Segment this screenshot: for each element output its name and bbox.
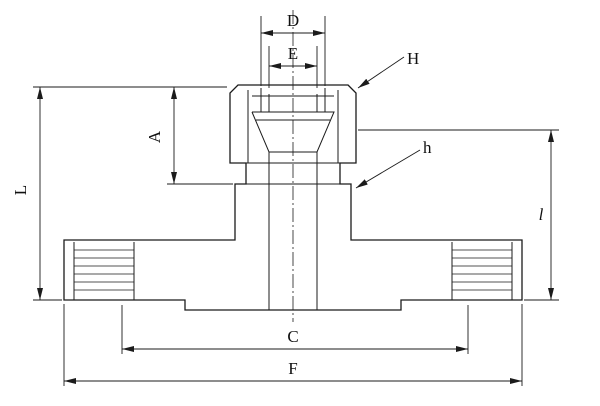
bore-lines <box>268 94 318 310</box>
callout-H-label: H <box>407 49 419 68</box>
dim-D: D <box>260 11 326 86</box>
dim-C-extension-lines <box>121 305 469 354</box>
bolt-hole-right-edges <box>451 242 513 300</box>
dim-l-label: l <box>539 205 544 224</box>
dim-C: C <box>121 305 469 354</box>
dim-F-label: F <box>288 359 297 378</box>
bolt-hole-left-hatch <box>74 249 134 291</box>
callout-H: H <box>357 49 419 89</box>
dim-F-extension-lines <box>63 304 523 386</box>
dim-C-label: C <box>287 327 298 346</box>
dim-E-label: E <box>288 44 298 63</box>
thread-lines <box>260 88 326 112</box>
bolt-hole-right <box>451 242 513 300</box>
dim-A: A <box>33 86 233 185</box>
dim-E: E <box>268 44 318 88</box>
dim-l-extension-lines <box>358 129 559 301</box>
callout-h: h <box>355 138 432 189</box>
dim-L-label: L <box>11 185 30 195</box>
callout-H-leader <box>357 56 405 89</box>
part-section <box>63 10 523 322</box>
bolt-hole-right-hatch <box>452 249 512 291</box>
bolt-hole-left <box>73 242 135 300</box>
dim-A-label: A <box>145 130 164 143</box>
bolt-hole-left-edges <box>73 242 135 300</box>
nut-inner-walls <box>246 90 340 185</box>
callout-h-label: h <box>423 138 432 157</box>
dim-L: L <box>11 87 62 301</box>
callout-h-leader <box>355 149 421 189</box>
dim-l: l <box>358 129 559 301</box>
part-outline <box>63 84 523 311</box>
dim-A-extension-lines <box>33 86 233 185</box>
dim-D-label: D <box>287 11 299 30</box>
dim-F: F <box>63 304 523 386</box>
dim-D-extension-lines <box>260 16 326 86</box>
